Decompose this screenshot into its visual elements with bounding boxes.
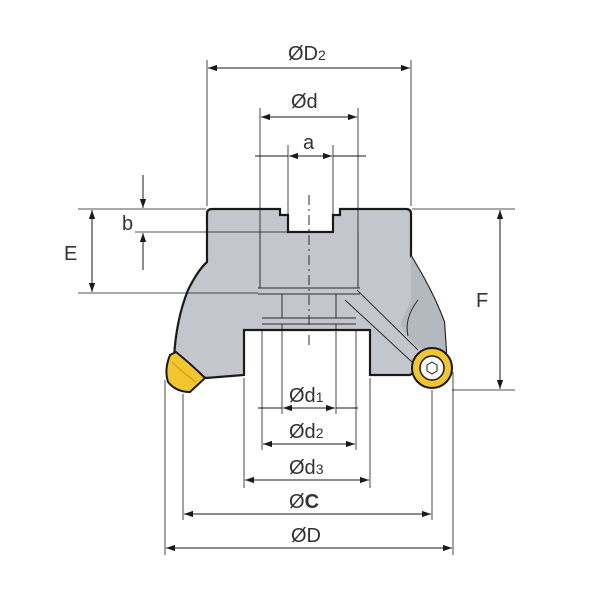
label-D: ØD [291, 525, 321, 547]
cutter-body-shade [400, 256, 446, 360]
label-b: b [122, 213, 133, 235]
label-d2: Ød2 [289, 421, 324, 443]
screw-head [419, 355, 445, 381]
label-D2: ØD2 [288, 43, 326, 65]
label-E: E [64, 243, 77, 265]
coolant-channel-a [344, 299, 413, 363]
label-d: Ød [291, 91, 318, 113]
label-a: a [303, 132, 315, 154]
label-d1: Ød1 [289, 385, 324, 407]
insert-seat-curve [406, 299, 419, 337]
screw-hex-icon [426, 361, 438, 375]
insert-right [411, 347, 453, 389]
dimension-lines [88, 64, 504, 552]
coolant-channel-b [356, 289, 419, 351]
extension-lines [78, 60, 515, 555]
label-C: ØC [289, 491, 319, 513]
insert-left-edge [171, 361, 197, 383]
insert-left [165, 350, 207, 394]
cutter-body [172, 195, 448, 380]
dimension-labels: ØD2 Ød a b E F Ød1 Ød2 Ød3 ØC ØD [64, 43, 488, 547]
label-d3: Ød3 [289, 457, 324, 479]
label-F: F [476, 290, 488, 312]
